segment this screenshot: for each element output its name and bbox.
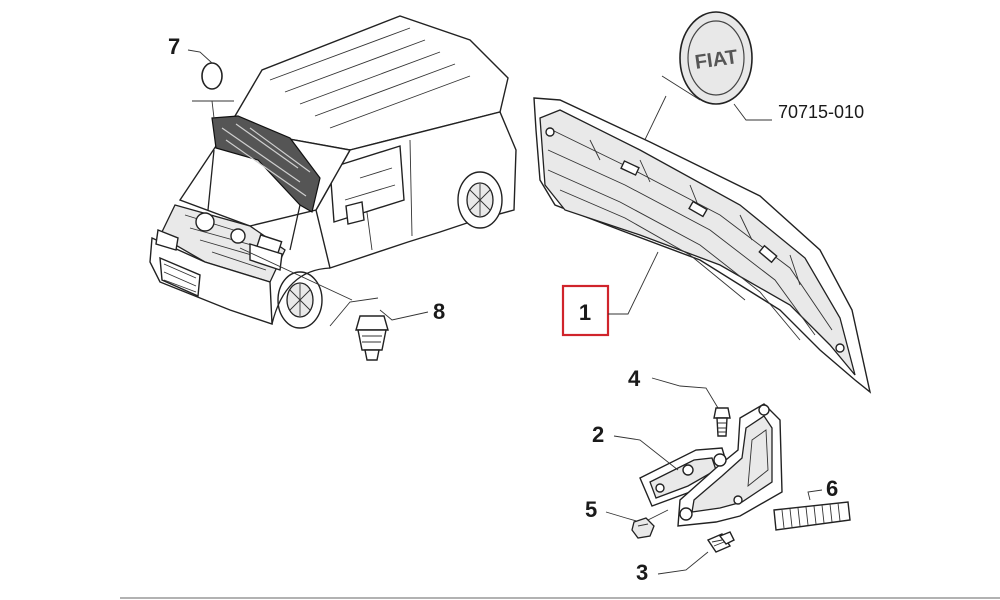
callout-5: 5 xyxy=(585,497,669,539)
spring-part-6 xyxy=(773,501,851,531)
stud-part-3 xyxy=(706,531,735,553)
part-code-label: 70715-010 xyxy=(778,102,864,122)
callout-1-label: 1 xyxy=(579,300,591,325)
callout-2-label: 2 xyxy=(592,422,604,447)
fiat-logo xyxy=(679,11,753,105)
callout-3-label: 3 xyxy=(636,560,648,585)
o-ring-part xyxy=(201,62,223,90)
bump-stop-part xyxy=(355,315,389,361)
callout-6-label: 6 xyxy=(826,476,838,501)
callout-1-highlight-box xyxy=(561,284,610,337)
callout-8-label: 8 xyxy=(433,299,445,324)
van-illustration xyxy=(149,15,517,329)
fiat-badge-callout: FIAT 70715-010 xyxy=(639,11,864,151)
callout-1: 1 xyxy=(561,251,659,337)
callout-7: 7 xyxy=(168,34,234,119)
callout-2: 2 xyxy=(592,422,679,471)
callout-7-label: 7 xyxy=(168,34,180,59)
bolt-part-4 xyxy=(713,407,731,437)
clip-part-5 xyxy=(631,517,655,539)
callout-4: 4 xyxy=(628,366,731,437)
callout-5-label: 5 xyxy=(585,497,597,522)
bonnet-part xyxy=(533,97,872,394)
callout-8: 8 xyxy=(239,247,445,361)
callout-4-label: 4 xyxy=(628,366,641,391)
hinge-assembly xyxy=(639,403,783,527)
callout-3: 3 xyxy=(636,531,735,585)
callout-6: 6 xyxy=(773,476,851,531)
